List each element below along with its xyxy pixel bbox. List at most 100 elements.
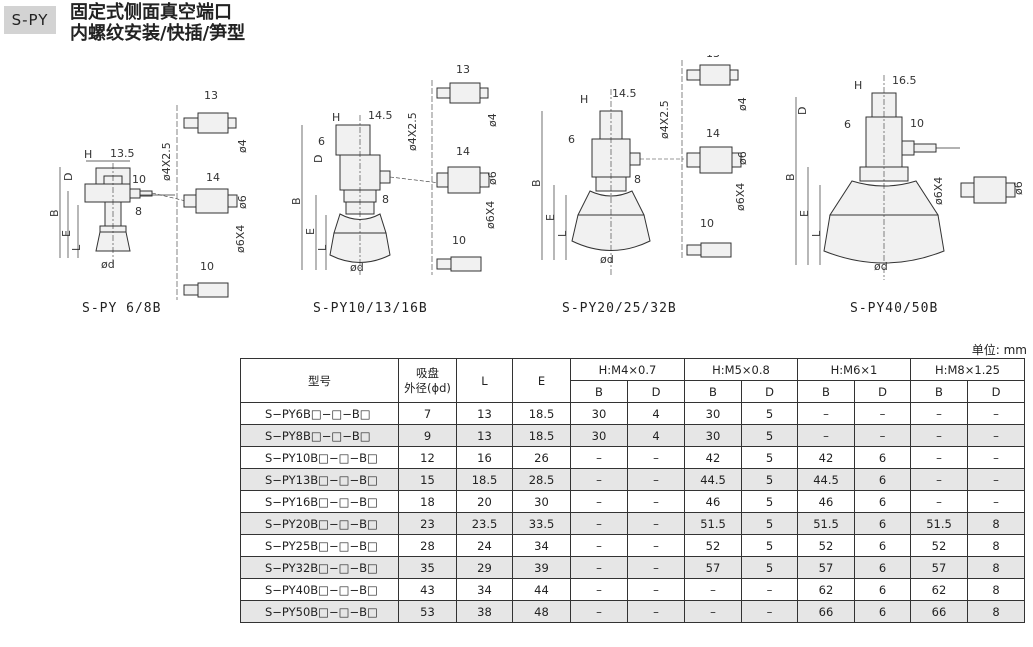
table-cell: 6	[854, 512, 911, 535]
table-cell: 6	[854, 446, 911, 469]
table-cell: –	[741, 600, 798, 623]
table-cell: 46	[797, 490, 855, 513]
dim-label: 6	[568, 133, 575, 146]
header-d: D	[741, 380, 798, 403]
dim-label: L	[810, 230, 823, 237]
table-cell: –	[627, 578, 685, 601]
table-cell: 30	[684, 402, 742, 425]
dim-label: H	[854, 79, 862, 92]
header-group: H:M8×1.25	[910, 358, 1025, 381]
table-cell: –	[627, 534, 685, 557]
dim-label: ød	[874, 260, 888, 273]
table-cell: 18.5	[512, 402, 571, 425]
model-cell: S−PY6B□−□−B□	[240, 402, 399, 425]
table-cell: 33.5	[512, 512, 571, 535]
table-cell: 39	[512, 556, 571, 579]
table-cell: 6	[854, 600, 911, 623]
dim-label: 8	[382, 193, 389, 206]
header-d: D	[967, 380, 1025, 403]
table-cell: –	[627, 556, 685, 579]
table-cell: 8	[967, 578, 1025, 601]
table-cell: –	[627, 490, 685, 513]
table-cell: 30	[570, 402, 628, 425]
table-cell: 9	[398, 424, 457, 447]
figure-label: S-PY 6/8B	[82, 301, 162, 316]
table-cell: 5	[741, 446, 798, 469]
table-cell: –	[627, 600, 685, 623]
table-cell: 28	[398, 534, 457, 557]
table-cell: 8	[967, 600, 1025, 623]
table-cell: –	[570, 600, 628, 623]
table-cell: 5	[741, 468, 798, 491]
table-cell: 57	[797, 556, 855, 579]
header-l: L	[456, 358, 513, 403]
model-cell: S−PY32B□−□−B□	[240, 556, 399, 579]
figure-label: S-PY40/50B	[850, 301, 939, 316]
model-cell: S−PY20B□−□−B□	[240, 512, 399, 535]
table-cell: –	[741, 578, 798, 601]
table-cell: 43	[398, 578, 457, 601]
dim-label: 13	[204, 89, 218, 102]
table-cell: –	[967, 446, 1025, 469]
table-cell: 52	[797, 534, 855, 557]
table-cell: 5	[741, 556, 798, 579]
table-cell: 28.5	[512, 468, 571, 491]
dim-label: 10	[132, 173, 146, 186]
table-cell: –	[854, 424, 911, 447]
table-cell: 12	[398, 446, 457, 469]
header-model: 型号	[240, 358, 399, 403]
table-cell: 6	[854, 468, 911, 491]
table-cell: –	[570, 534, 628, 557]
table-cell: –	[570, 490, 628, 513]
dim-label: 13	[706, 55, 720, 60]
drawing-s-py-6-8b: H 13.5 D 10 8 ø4X2.5 B E L ød 13 ø4 14 ø…	[48, 89, 249, 300]
dim-label: ød	[350, 261, 364, 274]
spec-table: 型号 吸盘 外径(ϕd) L E H:M4×0.7 H:M5×0.8 H:M6×…	[240, 358, 1025, 623]
table-cell: 13	[456, 402, 513, 425]
dim-label: 14.5	[612, 87, 637, 100]
dim-label: ø4	[236, 139, 249, 153]
table-cell: 42	[684, 446, 742, 469]
dim-label: B	[784, 173, 797, 181]
figure-label: S-PY10/13/16B	[313, 301, 428, 316]
table-cell: –	[570, 446, 628, 469]
table-cell: 24	[456, 534, 513, 557]
drawing-s-py-20-25-32b: H 14.5 6 ø4X2.5 8 B E L ød 13 ø4 14 ø6 ø…	[530, 55, 749, 275]
table-cell: –	[910, 468, 968, 491]
table-cell: 4	[627, 402, 685, 425]
dim-label: ø4X2.5	[160, 142, 173, 181]
table-cell: –	[570, 556, 628, 579]
table-cell: 5	[741, 424, 798, 447]
table-cell: –	[797, 402, 855, 425]
table-cell: –	[684, 600, 742, 623]
table-cell: –	[967, 468, 1025, 491]
table-cell: 34	[456, 578, 513, 601]
model-cell: S−PY50B□−□−B□	[240, 600, 399, 623]
table-cell: 18	[398, 490, 457, 513]
title-line-2: 内螺纹安装/快插/笋型	[70, 23, 246, 44]
table-cell: 51.5	[684, 512, 742, 535]
dim-label: ø6	[236, 195, 249, 209]
table-cell: 44	[512, 578, 571, 601]
table-cell: 38	[456, 600, 513, 623]
table-cell: –	[910, 424, 968, 447]
table-cell: 8	[967, 534, 1025, 557]
table-cell: 44.5	[797, 468, 855, 491]
header-group: H:M4×0.7	[570, 358, 685, 381]
header-group: H:M6×1	[797, 358, 911, 381]
dim-label: ø4X2.5	[658, 100, 671, 139]
model-cell: S−PY16B□−□−B□	[240, 490, 399, 513]
model-cell: S−PY40B□−□−B□	[240, 578, 399, 601]
table-cell: –	[854, 402, 911, 425]
header-b: B	[797, 380, 855, 403]
table-cell: –	[910, 490, 968, 513]
table-cell: 51.5	[797, 512, 855, 535]
dim-label: H	[580, 93, 588, 106]
table-cell: 53	[398, 600, 457, 623]
table-cell: 30	[512, 490, 571, 513]
table-cell: –	[570, 468, 628, 491]
